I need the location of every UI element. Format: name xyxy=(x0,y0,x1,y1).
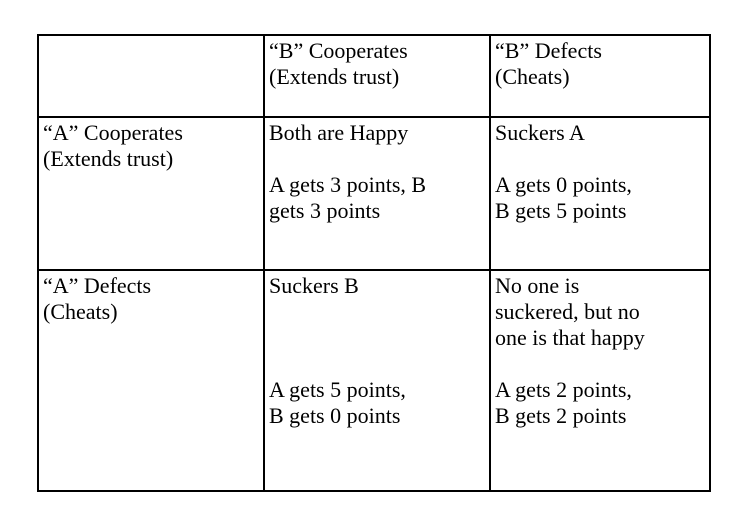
cell-cooperate-cooperate-payoff-line1: A gets 3 points, B xyxy=(269,172,427,197)
column-header-b-defects-line1: “B” Defects xyxy=(495,38,602,63)
cell-cooperate-defect-payoff-line2: B gets 5 points xyxy=(495,198,627,223)
cell-cooperate-cooperate: Both are Happy A gets 3 points, B gets 3… xyxy=(263,116,491,271)
row-header-a-cooperates-line2: (Extends trust) xyxy=(43,146,174,171)
payoff-matrix-table: “B” Cooperates (Extends trust) “B” Defec… xyxy=(37,34,711,492)
row-header-a-defects-line2: (Cheats) xyxy=(43,299,118,324)
cell-cooperate-defect: Suckers A A gets 0 points, B gets 5 poin… xyxy=(489,116,711,271)
cell-defect-defect-outcome-line2: suckered, but no xyxy=(495,299,640,324)
row-header-a-cooperates-line1: “A” Cooperates xyxy=(43,120,183,145)
table-header-row: “B” Cooperates (Extends trust) “B” Defec… xyxy=(37,34,711,118)
cell-defect-defect-payoff-line1: A gets 2 points, xyxy=(495,377,632,402)
corner-cell xyxy=(37,34,265,118)
cell-defect-cooperate-payoff-line2: B gets 0 points xyxy=(269,403,401,428)
cell-cooperate-defect-outcome: Suckers A xyxy=(495,120,585,145)
cell-cooperate-defect-payoff-line1: A gets 0 points, xyxy=(495,172,632,197)
cell-spacer xyxy=(495,146,706,172)
cell-defect-defect-outcome-line1: No one is xyxy=(495,273,580,298)
cell-defect-cooperate-outcome: Suckers B xyxy=(269,273,359,298)
column-header-b-defects: “B” Defects (Cheats) xyxy=(489,34,711,118)
row-header-a-cooperates: “A” Cooperates (Extends trust) xyxy=(37,116,265,271)
cell-spacer xyxy=(495,351,706,377)
cell-cooperate-cooperate-outcome: Both are Happy xyxy=(269,120,409,145)
table-row: “A” Defects (Cheats) Suckers B A gets 5 … xyxy=(37,269,711,492)
column-header-b-cooperates-line2: (Extends trust) xyxy=(269,64,400,89)
cell-defect-defect: No one is suckered, but no one is that h… xyxy=(489,269,711,492)
row-header-a-defects-line1: “A” Defects xyxy=(43,273,152,298)
column-header-b-cooperates-line1: “B” Cooperates xyxy=(269,38,408,63)
cell-cooperate-cooperate-payoff-line2: gets 3 points xyxy=(269,198,381,223)
cell-defect-defect-outcome-line3: one is that happy xyxy=(495,325,645,350)
cell-defect-cooperate-payoff-line1: A gets 5 points, xyxy=(269,377,406,402)
table-row: “A” Cooperates (Extends trust) Both are … xyxy=(37,116,711,271)
cell-spacer xyxy=(269,299,486,377)
cell-defect-defect-payoff-line2: B gets 2 points xyxy=(495,403,627,428)
column-header-b-defects-line2: (Cheats) xyxy=(495,64,570,89)
column-header-b-cooperates: “B” Cooperates (Extends trust) xyxy=(263,34,491,118)
cell-defect-cooperate: Suckers B A gets 5 points, B gets 0 poin… xyxy=(263,269,491,492)
row-header-a-defects: “A” Defects (Cheats) xyxy=(37,269,265,492)
cell-spacer xyxy=(269,146,486,172)
